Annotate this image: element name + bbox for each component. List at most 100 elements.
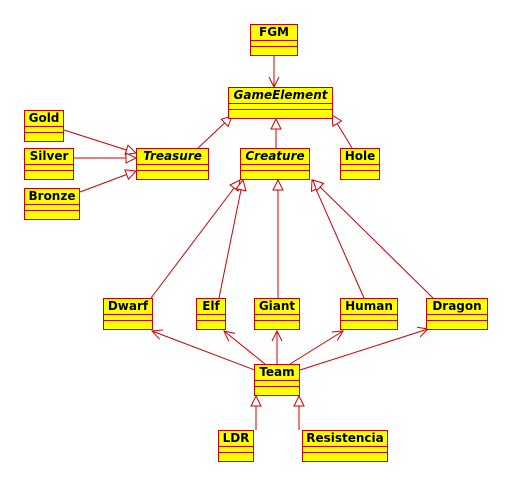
class-elf[interactable]: Elf bbox=[196, 298, 226, 330]
class-ldr[interactable]: LDR bbox=[218, 430, 254, 462]
relation-elf-to-creature bbox=[218, 178, 247, 299]
relation-team-to-human bbox=[289, 330, 344, 365]
class-attributes-giant bbox=[255, 315, 299, 321]
generalization-arrowhead bbox=[270, 117, 282, 130]
class-operations-hole bbox=[341, 171, 379, 176]
relation-treasure-to-gameelement bbox=[197, 115, 233, 149]
class-name-giant: Giant bbox=[255, 299, 299, 315]
class-name-hole: Hole bbox=[341, 149, 379, 165]
relation-line bbox=[336, 123, 353, 149]
class-attributes-gameelement bbox=[229, 104, 332, 110]
class-attributes-elf bbox=[197, 315, 225, 321]
class-human[interactable]: Human bbox=[340, 298, 398, 330]
class-creature[interactable]: Creature bbox=[240, 148, 310, 180]
class-name-creature: Creature bbox=[241, 149, 309, 165]
class-name-human: Human bbox=[341, 299, 397, 315]
class-operations-resistencia bbox=[303, 453, 387, 458]
association-arrowhead bbox=[271, 329, 283, 342]
generalization-arrowhead bbox=[272, 178, 284, 191]
class-operations-human bbox=[341, 321, 397, 326]
class-gameelement[interactable]: GameElement bbox=[228, 87, 333, 119]
class-attributes-ldr bbox=[219, 447, 253, 453]
class-name-gold: Gold bbox=[25, 111, 63, 127]
relation-fgm-to-gameelement bbox=[268, 56, 280, 89]
class-name-team: Team bbox=[255, 365, 299, 381]
class-attributes-treasure bbox=[137, 165, 208, 171]
class-bronze[interactable]: Bronze bbox=[24, 188, 80, 220]
class-name-resistencia: Resistencia bbox=[303, 431, 387, 447]
relation-line bbox=[197, 122, 226, 149]
relation-bronze-to-treasure bbox=[79, 169, 138, 193]
relation-line bbox=[79, 174, 127, 193]
class-giant[interactable]: Giant bbox=[254, 298, 300, 330]
class-operations-gameelement bbox=[229, 110, 332, 115]
class-name-ldr: LDR bbox=[219, 431, 253, 447]
class-attributes-hole bbox=[341, 165, 379, 171]
class-silver[interactable]: Silver bbox=[24, 148, 74, 180]
class-operations-team bbox=[255, 387, 299, 392]
relation-team-to-dwarf bbox=[150, 329, 261, 373]
relation-hole-to-gameelement bbox=[331, 114, 353, 149]
class-dragon[interactable]: Dragon bbox=[426, 298, 488, 330]
generalization-arrowhead bbox=[124, 144, 138, 156]
class-operations-giant bbox=[255, 321, 299, 326]
class-attributes-resistencia bbox=[303, 447, 387, 453]
class-operations-creature bbox=[241, 171, 309, 176]
relation-dragon-to-creature bbox=[312, 179, 434, 299]
relation-line bbox=[63, 129, 127, 151]
relation-line bbox=[218, 189, 242, 299]
class-name-silver: Silver bbox=[25, 149, 73, 165]
class-attributes-bronze bbox=[25, 205, 79, 211]
class-operations-dragon bbox=[427, 321, 487, 326]
relation-line bbox=[223, 330, 266, 365]
class-attributes-human bbox=[341, 315, 397, 321]
relation-resistencia-to-team bbox=[293, 394, 305, 430]
class-operations-dwarf bbox=[104, 321, 152, 326]
relation-creature-to-gameelement bbox=[270, 117, 282, 148]
relation-line bbox=[289, 330, 344, 365]
association-arrowhead bbox=[331, 330, 344, 341]
class-attributes-fgm bbox=[251, 41, 297, 47]
class-fgm[interactable]: FGM bbox=[250, 24, 298, 56]
relation-team-to-elf bbox=[223, 330, 266, 365]
relation-giant-to-creature bbox=[272, 178, 284, 298]
relation-dwarf-to-creature bbox=[150, 179, 241, 299]
relation-human-to-creature bbox=[310, 178, 365, 299]
class-attributes-dragon bbox=[427, 315, 487, 321]
generalization-arrowhead bbox=[235, 178, 247, 192]
class-team[interactable]: Team bbox=[254, 364, 300, 396]
relation-line bbox=[151, 330, 261, 373]
relation-team-to-dragon bbox=[299, 326, 430, 371]
class-operations-ldr bbox=[219, 453, 253, 458]
class-hole[interactable]: Hole bbox=[340, 148, 380, 180]
class-name-elf: Elf bbox=[197, 299, 225, 315]
association-arrowhead bbox=[150, 329, 164, 340]
class-operations-treasure bbox=[137, 171, 208, 176]
class-gold[interactable]: Gold bbox=[24, 110, 64, 142]
class-name-bronze: Bronze bbox=[25, 189, 79, 205]
association-arrowhead bbox=[223, 330, 236, 342]
class-treasure[interactable]: Treasure bbox=[136, 148, 209, 180]
generalization-arrowhead bbox=[293, 394, 305, 407]
class-attributes-silver bbox=[25, 165, 73, 171]
class-operations-gold bbox=[25, 133, 63, 138]
class-attributes-gold bbox=[25, 127, 63, 133]
class-name-treasure: Treasure bbox=[137, 149, 208, 165]
relation-gold-to-treasure bbox=[63, 129, 138, 156]
generalization-arrowhead bbox=[331, 114, 343, 127]
class-resistencia[interactable]: Resistencia bbox=[302, 430, 388, 462]
class-operations-silver bbox=[25, 171, 73, 176]
generalization-arrowhead bbox=[124, 169, 138, 181]
class-dwarf[interactable]: Dwarf bbox=[103, 298, 153, 330]
class-name-gameelement: GameElement bbox=[229, 88, 332, 104]
relation-line bbox=[150, 187, 235, 299]
class-attributes-creature bbox=[241, 165, 309, 171]
class-attributes-team bbox=[255, 381, 299, 387]
relation-line bbox=[299, 328, 429, 371]
class-attributes-dwarf bbox=[104, 315, 152, 321]
relation-line bbox=[315, 188, 365, 299]
class-operations-bronze bbox=[25, 211, 79, 216]
generalization-arrowhead bbox=[250, 394, 262, 407]
